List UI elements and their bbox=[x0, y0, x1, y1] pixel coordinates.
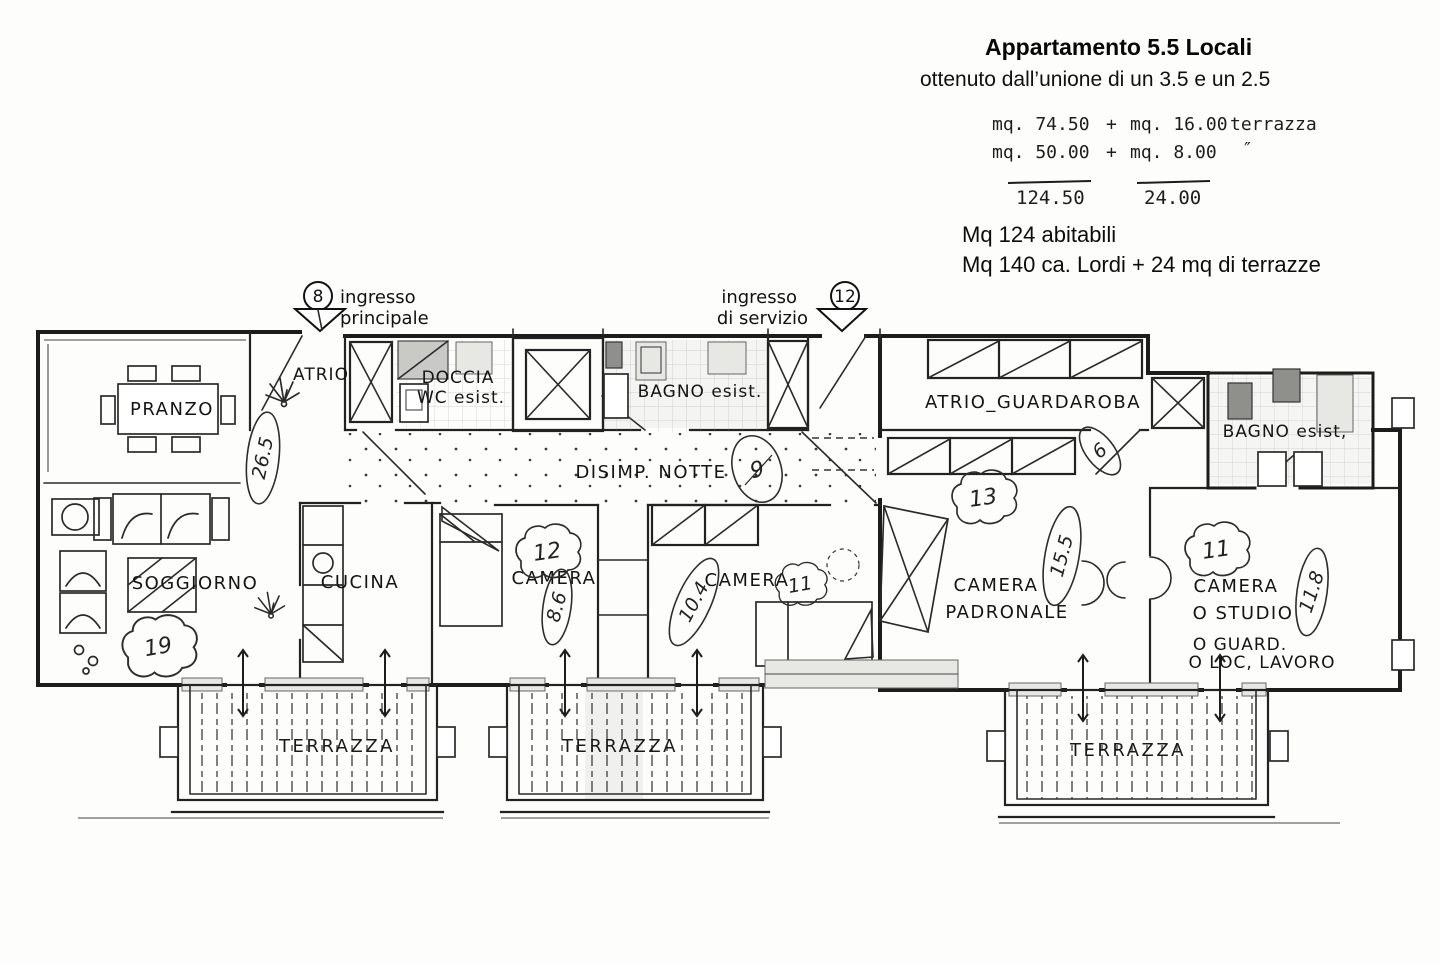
plant-soggiorno bbox=[254, 591, 286, 619]
label-wc-esist: WC esist. bbox=[417, 388, 505, 408]
terrace-door-arrows bbox=[237, 648, 1226, 723]
mark-studio: 11 bbox=[1201, 536, 1232, 565]
entrance-main-label1: ingresso bbox=[340, 287, 416, 308]
bed-camera2 bbox=[755, 548, 873, 667]
area-camera1: 8.6 bbox=[542, 590, 571, 625]
terrace-2: TERRAZZA bbox=[488, 683, 782, 819]
plan-title: Appartamento 5.5 Locali bbox=[985, 34, 1252, 60]
terrace-1: TERRAZZA bbox=[78, 683, 456, 819]
room-labels: PRANZO ATRIO DOCCIA WC esist. BAGNO esis… bbox=[130, 365, 1348, 673]
wardrobe-row-mid bbox=[886, 436, 1077, 476]
entrance-service-number: 12 bbox=[834, 287, 856, 307]
note-lordi: Mq 140 ca. Lordi + 24 mq di terrazze bbox=[962, 252, 1321, 277]
label-studio-3: O GUARD. bbox=[1193, 635, 1287, 655]
interior-walls-right bbox=[878, 371, 1402, 692]
entrance-service-label1: ingresso bbox=[721, 287, 797, 308]
corridor-floor-dots bbox=[348, 433, 876, 503]
label-atrio-guardaroba: ATRIO_GUARDAROBA bbox=[925, 392, 1141, 413]
area-disimp: 9 bbox=[747, 457, 767, 485]
label-bagno2: BAGNO esist, bbox=[1223, 422, 1348, 442]
label-camera1: CAMERA bbox=[512, 568, 597, 589]
plan-subtitle: ottenuto dall’unione di un 3.5 e un 2.5 bbox=[920, 68, 1270, 91]
entrance-service: 12 ingresso di servizio bbox=[717, 281, 869, 333]
calc-row2-ditto: ″ bbox=[1242, 139, 1253, 160]
entrance-main-label2: principale bbox=[340, 308, 429, 329]
bed-camera1 bbox=[439, 513, 503, 627]
sum-underlines bbox=[1007, 180, 1211, 184]
terrace-1-label: TERRAZZA bbox=[278, 736, 395, 757]
label-atrio: ATRIO bbox=[293, 365, 349, 385]
entrance-main: 8 ingresso principale bbox=[292, 281, 429, 333]
area-pranzo: 26.5 bbox=[248, 435, 278, 481]
mark-camera2: 11 bbox=[786, 572, 814, 598]
plant-atrio bbox=[265, 377, 300, 408]
calc-row2-plus: + bbox=[1106, 142, 1117, 163]
elevator-shaft bbox=[511, 336, 605, 433]
label-camera2: CAMERA bbox=[705, 570, 790, 591]
label-padronale-1: CAMERA bbox=[954, 575, 1039, 596]
label-disimp-notte: DISIMP. NOTTE bbox=[575, 462, 726, 483]
wardrobe-row-top bbox=[926, 338, 1144, 380]
label-doccia: DOCCIA bbox=[422, 368, 495, 388]
terrace-2-label: TERRAZZA bbox=[561, 736, 678, 757]
total-living: 124.50 bbox=[1016, 187, 1085, 209]
living-room-furniture bbox=[51, 493, 230, 675]
label-soggiorno: SOGGIORNO bbox=[132, 573, 259, 594]
label-studio-1: CAMERA bbox=[1194, 576, 1279, 597]
label-padronale-2: PADRONALE bbox=[945, 602, 1068, 623]
area-guardaroba: 6 bbox=[1088, 439, 1111, 464]
service-shaft bbox=[766, 339, 810, 430]
entrance-main-number: 8 bbox=[313, 287, 324, 307]
label-pranzo: PRANZO bbox=[130, 399, 214, 420]
mark-soggiorno: 19 bbox=[142, 633, 174, 662]
terrace-3-label: TERRAZZA bbox=[1069, 740, 1186, 761]
calc-row1-right: mq. 16.00 bbox=[1130, 114, 1228, 135]
entrance-service-label2: di servizio bbox=[717, 308, 808, 329]
area-ovals bbox=[245, 411, 1329, 647]
room-number-values: 19 12 13 11 11 bbox=[142, 484, 1232, 662]
mark-camera1: 12 bbox=[532, 538, 563, 567]
bath2-fixtures bbox=[1210, 368, 1371, 487]
bed-padronale bbox=[879, 504, 949, 634]
label-cucina: CUCINA bbox=[321, 572, 399, 593]
total-terrace: 24.00 bbox=[1144, 187, 1201, 209]
dining-set bbox=[100, 365, 236, 453]
camera2-closet bbox=[650, 503, 760, 547]
summary-block: Appartamento 5.5 Locali ottenuto dall’un… bbox=[920, 34, 1321, 277]
entrance-service-arrow-icon bbox=[815, 308, 869, 333]
calc-row2-right: mq. 8.00 bbox=[1130, 142, 1217, 163]
atrio-closet bbox=[348, 340, 394, 424]
unit-junction-dashes bbox=[812, 437, 874, 471]
area-padronale: 15.5 bbox=[1046, 533, 1078, 580]
passage-closet bbox=[1150, 376, 1206, 430]
bath1-fixtures bbox=[603, 340, 766, 432]
label-bagno1: BAGNO esist. bbox=[638, 382, 763, 402]
calc-row1-plus: + bbox=[1106, 114, 1117, 135]
kitchen-counter bbox=[302, 505, 344, 663]
calc-row2-left: mq. 50.00 bbox=[992, 142, 1090, 163]
calc-row1-suffix: terrazza bbox=[1230, 114, 1317, 135]
note-abitabili: Mq 124 abitabili bbox=[962, 222, 1116, 247]
label-studio-2: O STUDIO bbox=[1193, 603, 1294, 624]
area-calculation: mq. 74.50 + mq. 16.00 terrazza mq. 50.00… bbox=[992, 114, 1317, 209]
mark-guardaroba: 13 bbox=[968, 484, 999, 513]
calc-row1-left: mq. 74.50 bbox=[992, 114, 1090, 135]
shower-room-fixtures bbox=[396, 340, 510, 428]
terrace-3: TERRAZZA bbox=[986, 688, 1340, 824]
label-studio-4: O LOC, LAVORO bbox=[1188, 653, 1335, 673]
